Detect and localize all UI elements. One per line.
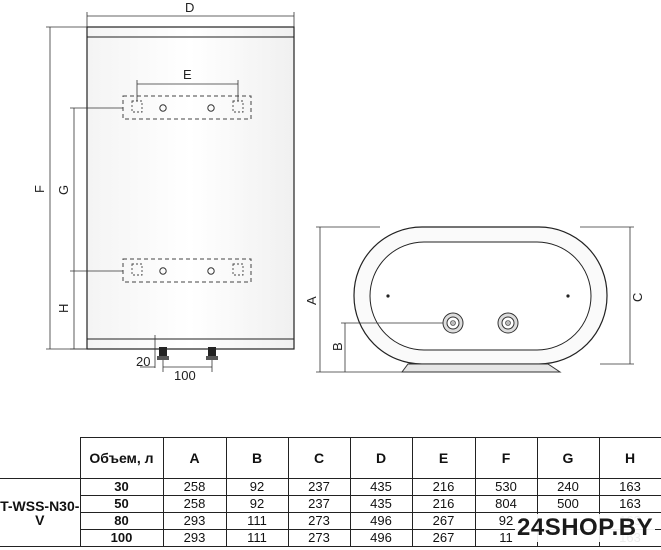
dimension-b	[341, 322, 443, 372]
tank-body	[86, 26, 295, 350]
table-cell: 50	[79, 495, 164, 513]
dimension-e	[136, 80, 239, 101]
shop-watermark: 24SHOP.BY	[515, 514, 656, 542]
table-cell: 237	[287, 495, 351, 513]
label-spacing: 100	[174, 368, 196, 383]
table-cell: 293	[162, 512, 227, 530]
table-cell: 804	[474, 495, 538, 513]
table-cell: 496	[349, 512, 413, 530]
table-cell: 496	[349, 529, 413, 547]
header-cell: G	[536, 437, 600, 479]
table-cell: 240	[536, 478, 600, 496]
label-g: G	[56, 185, 71, 195]
dimension-c	[580, 226, 634, 365]
table-cell: 435	[349, 495, 413, 513]
table-cell: 216	[411, 495, 476, 513]
side-connectors	[442, 312, 519, 334]
table-header-row: Объем, л A B C D E F G H	[0, 437, 661, 479]
table-cell: 100	[79, 529, 164, 547]
dimension-g	[70, 107, 123, 272]
header-cell: E	[411, 437, 476, 479]
table-cell: 92	[225, 495, 289, 513]
side-view: A B C	[304, 226, 645, 373]
label-a: A	[304, 296, 319, 305]
dimension-d	[86, 12, 295, 27]
table-cell: 293	[162, 529, 227, 547]
table-cell: 216	[411, 478, 476, 496]
side-base	[401, 363, 562, 373]
lower-mounting-bracket	[122, 258, 252, 283]
table-cell: 80	[79, 512, 164, 530]
dimension-offset	[140, 335, 156, 368]
table-cell: 163	[598, 478, 661, 496]
label-h: H	[56, 304, 71, 313]
header-model-cell	[0, 437, 81, 479]
table-cell: 435	[349, 478, 413, 496]
table-cell: 111	[225, 529, 289, 547]
header-cell: C	[287, 437, 351, 479]
side-inner-panel	[369, 241, 592, 351]
table-cell: 30	[79, 478, 164, 496]
dimension-spacing	[162, 360, 213, 372]
label-e: E	[183, 67, 192, 82]
header-cell: Объем, л	[79, 437, 164, 479]
table-cell: 500	[536, 495, 600, 513]
table-cell: 92	[225, 478, 289, 496]
header-cell: F	[474, 437, 538, 479]
table-cell: 273	[287, 529, 351, 547]
header-cell: B	[225, 437, 289, 479]
front-view: D E F G H	[32, 0, 295, 383]
table-cell: 163	[598, 495, 661, 513]
model-name: T-WSS-N30-V	[0, 478, 81, 547]
table-cell: 237	[287, 478, 351, 496]
label-d: D	[185, 0, 194, 15]
label-c: C	[630, 293, 645, 302]
header-cell: A	[162, 437, 227, 479]
table-cell: 111	[225, 512, 289, 530]
technical-drawing: D E F G H	[32, 0, 645, 383]
header-cell: H	[598, 437, 661, 479]
dimension-a	[316, 226, 404, 373]
table-cell: 267	[411, 529, 476, 547]
dimension-h	[70, 271, 87, 350]
water-pipes	[157, 347, 218, 360]
label-offset: 20	[136, 354, 150, 369]
table-cell: 258	[162, 495, 227, 513]
table-row: 50 258 92 237 435 216 804 500 163	[0, 495, 661, 513]
table-cell: 267	[411, 512, 476, 530]
table-cell: 530	[474, 478, 538, 496]
header-cell: D	[349, 437, 413, 479]
table-row: T-WSS-N30-V 30 258 92 237 435 216 530 24…	[0, 478, 661, 547]
table-cell: 258	[162, 478, 227, 496]
label-b: B	[330, 342, 345, 351]
label-f: F	[32, 185, 47, 193]
table-cell: 273	[287, 512, 351, 530]
